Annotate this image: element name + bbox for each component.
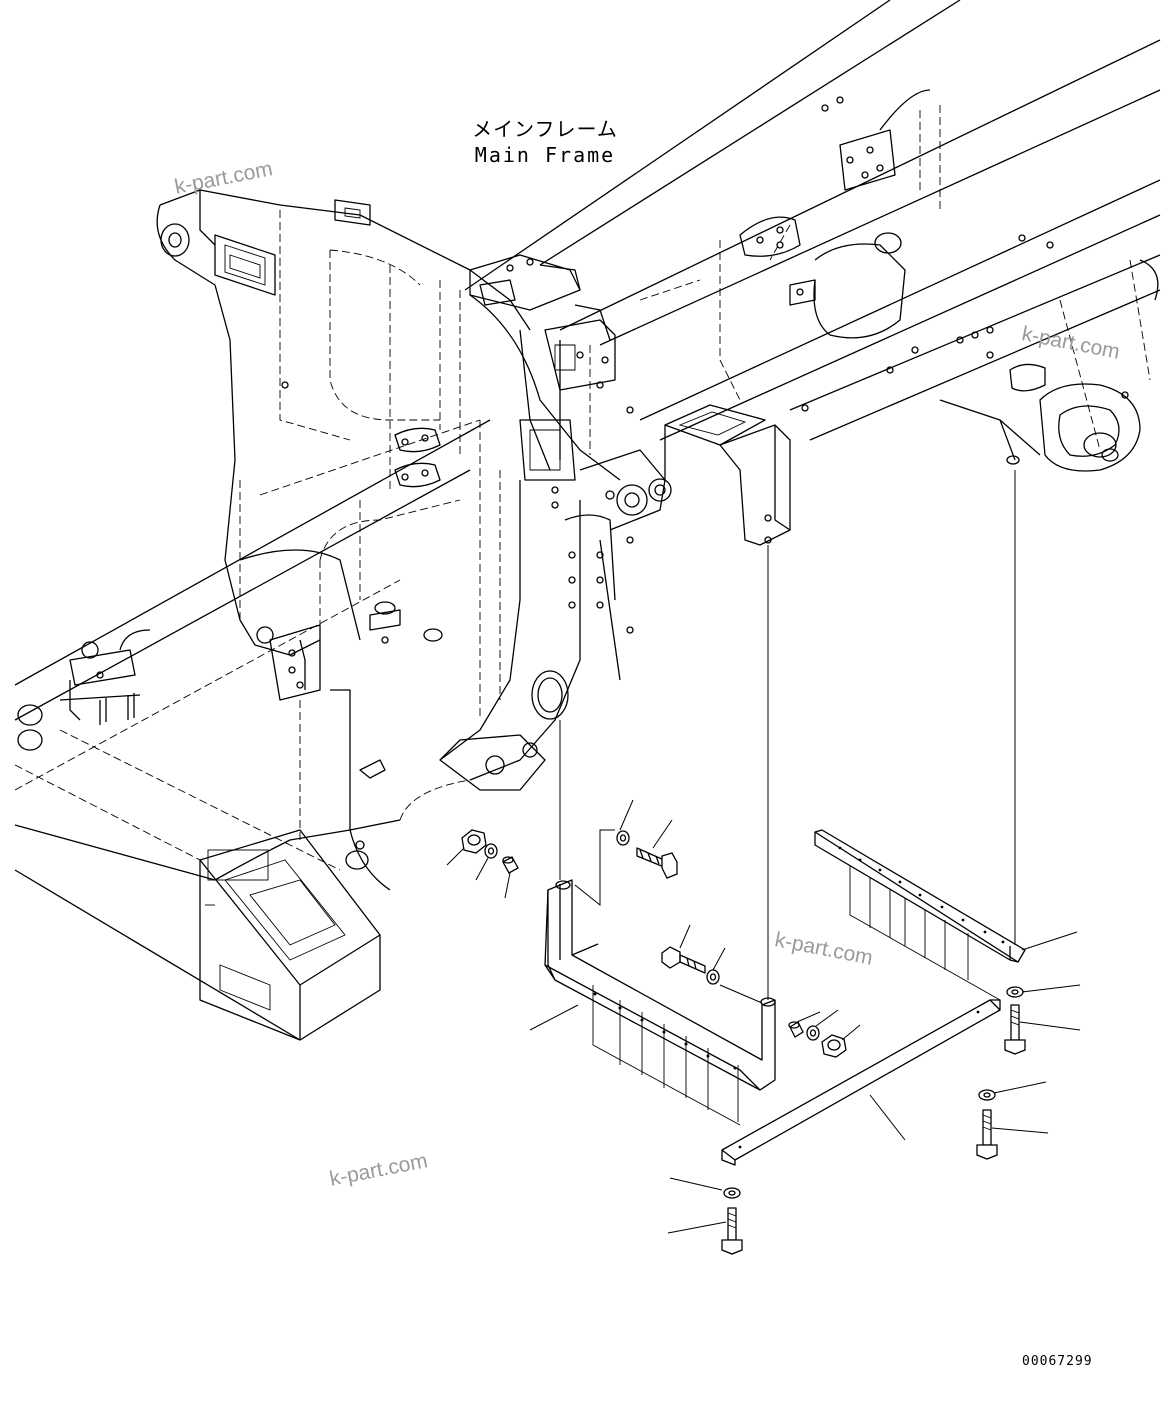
mounting-center-lines (559, 470, 1016, 1000)
main-frame-label: メインフレーム Main Frame (470, 116, 620, 168)
lower-flat-bar-part (721, 999, 1001, 1166)
document-number: 00067299 (1022, 1354, 1093, 1369)
hardware-parts (446, 799, 1081, 1255)
u-bracket-part (529, 829, 776, 1126)
main-frame-label-japanese: メインフレーム (472, 117, 618, 141)
upper-flat-bar-part (814, 829, 1078, 1001)
main-frame-drawing (14, 0, 1161, 1041)
main-frame-label-english: Main Frame (474, 143, 616, 167)
